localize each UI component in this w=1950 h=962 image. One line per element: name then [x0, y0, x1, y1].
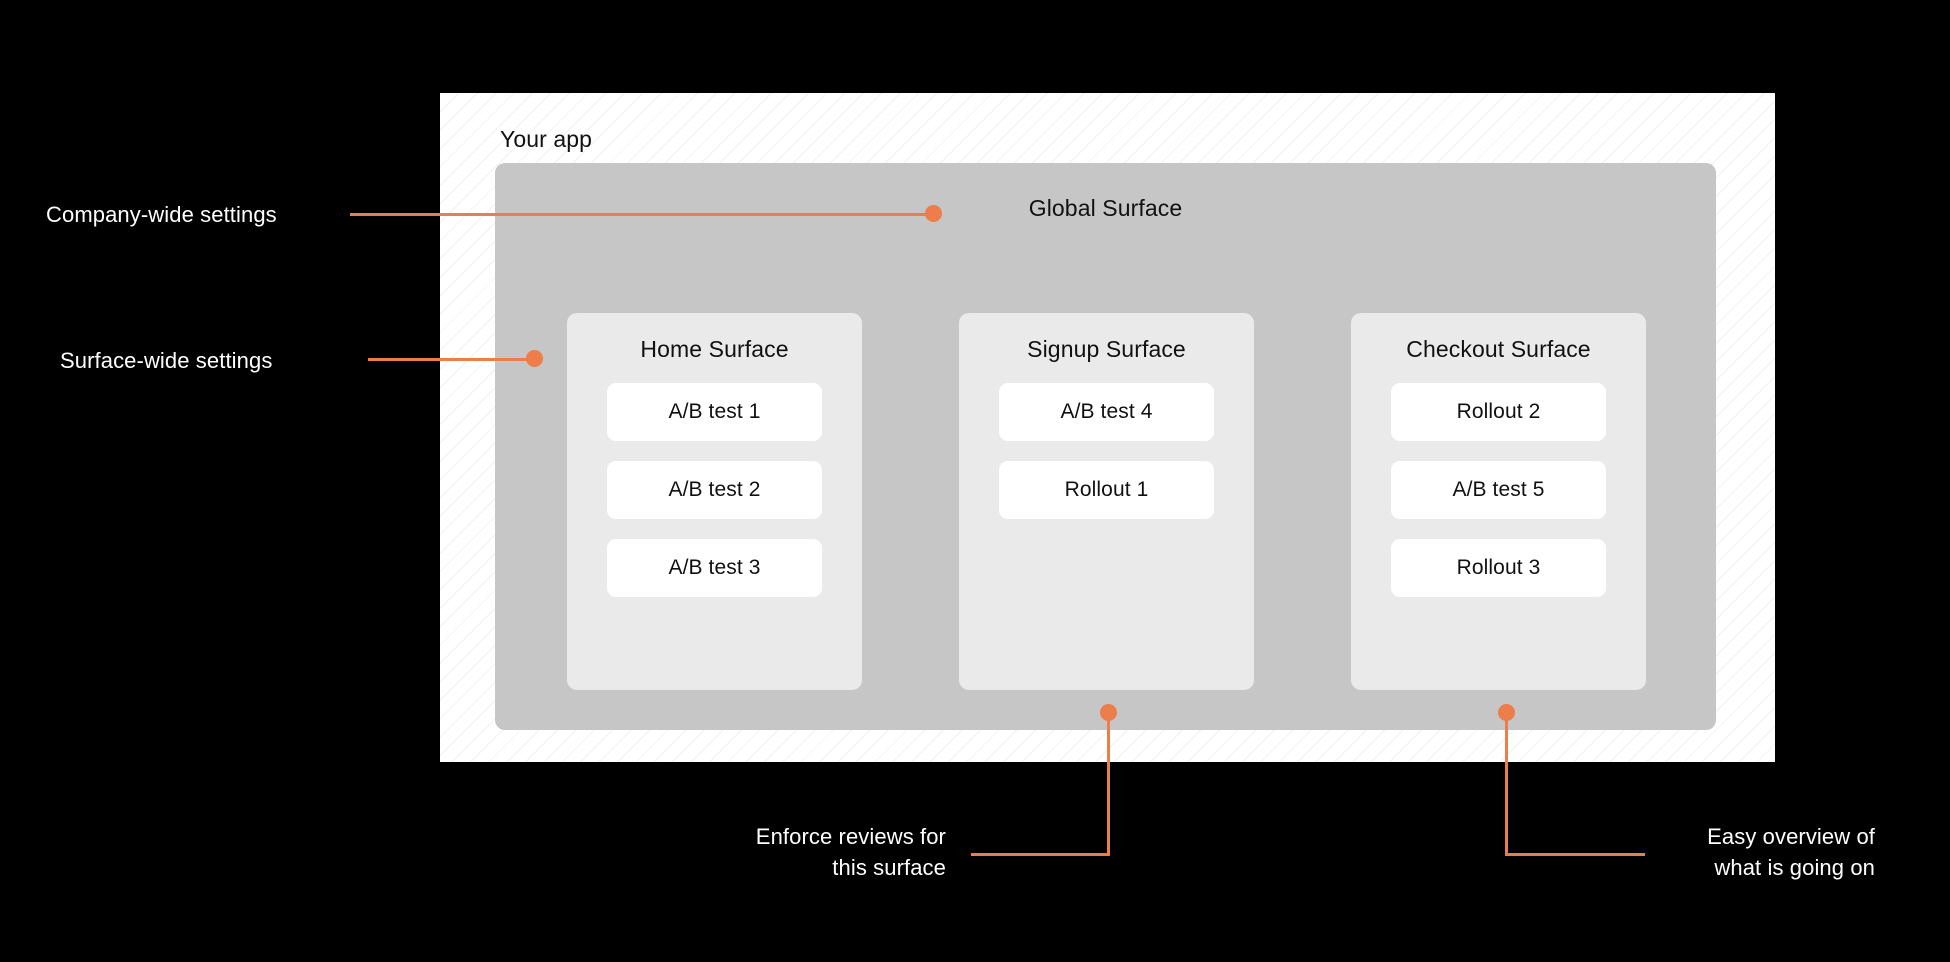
- experiment-list-signup: A/B test 4 Rollout 1: [977, 383, 1236, 519]
- surface-card-checkout[interactable]: Checkout Surface Rollout 2 A/B test 5 Ro…: [1351, 313, 1646, 690]
- connector-dot-surface-wide-settings: [526, 350, 543, 367]
- connector-dot-company-wide-settings: [925, 205, 942, 222]
- app-container: Your app Global Surface Home Surface A/B…: [440, 93, 1775, 762]
- callout-label-enforce-reviews: Enforce reviews for this surface: [755, 824, 946, 880]
- connector-line-easy-overview-vertical: [1505, 712, 1508, 855]
- experiment-card[interactable]: Rollout 1: [999, 461, 1214, 519]
- app-title: Your app: [500, 126, 593, 152]
- callout-label-surface-wide-settings: Surface-wide settings: [60, 348, 273, 373]
- connector-line-surface-wide-settings: [368, 358, 534, 361]
- surfaces-row: Home Surface A/B test 1 A/B test 2 A/B t…: [567, 313, 1646, 690]
- surface-title-home: Home Surface: [640, 336, 789, 362]
- surface-card-home[interactable]: Home Surface A/B test 1 A/B test 2 A/B t…: [567, 313, 862, 690]
- connector-line-company-wide-settings: [350, 213, 933, 216]
- callout-label-easy-overview: Easy overview of what is going on: [1707, 824, 1875, 880]
- experiment-card[interactable]: Rollout 2: [1391, 383, 1606, 441]
- connector-line-enforce-reviews-horizontal: [971, 853, 1110, 856]
- experiment-card[interactable]: A/B test 1: [607, 383, 822, 441]
- experiment-card[interactable]: A/B test 4: [999, 383, 1214, 441]
- experiment-list-home: A/B test 1 A/B test 2 A/B test 3: [585, 383, 844, 597]
- experiment-card[interactable]: A/B test 2: [607, 461, 822, 519]
- surface-card-signup[interactable]: Signup Surface A/B test 4 Rollout 1: [959, 313, 1254, 690]
- experiment-card[interactable]: A/B test 3: [607, 539, 822, 597]
- global-surface-label: Global Surface: [1028, 195, 1183, 221]
- experiment-card[interactable]: A/B test 5: [1391, 461, 1606, 519]
- global-surface-panel: Global Surface Home Surface A/B test 1 A…: [495, 163, 1716, 730]
- surface-title-checkout: Checkout Surface: [1406, 336, 1591, 362]
- connector-line-enforce-reviews-vertical: [1107, 712, 1110, 855]
- surface-title-signup: Signup Surface: [1027, 336, 1186, 362]
- experiment-card[interactable]: Rollout 3: [1391, 539, 1606, 597]
- experiment-list-checkout: Rollout 2 A/B test 5 Rollout 3: [1369, 383, 1628, 597]
- connector-line-easy-overview-horizontal: [1505, 853, 1645, 856]
- callout-label-company-wide-settings: Company-wide settings: [46, 202, 277, 227]
